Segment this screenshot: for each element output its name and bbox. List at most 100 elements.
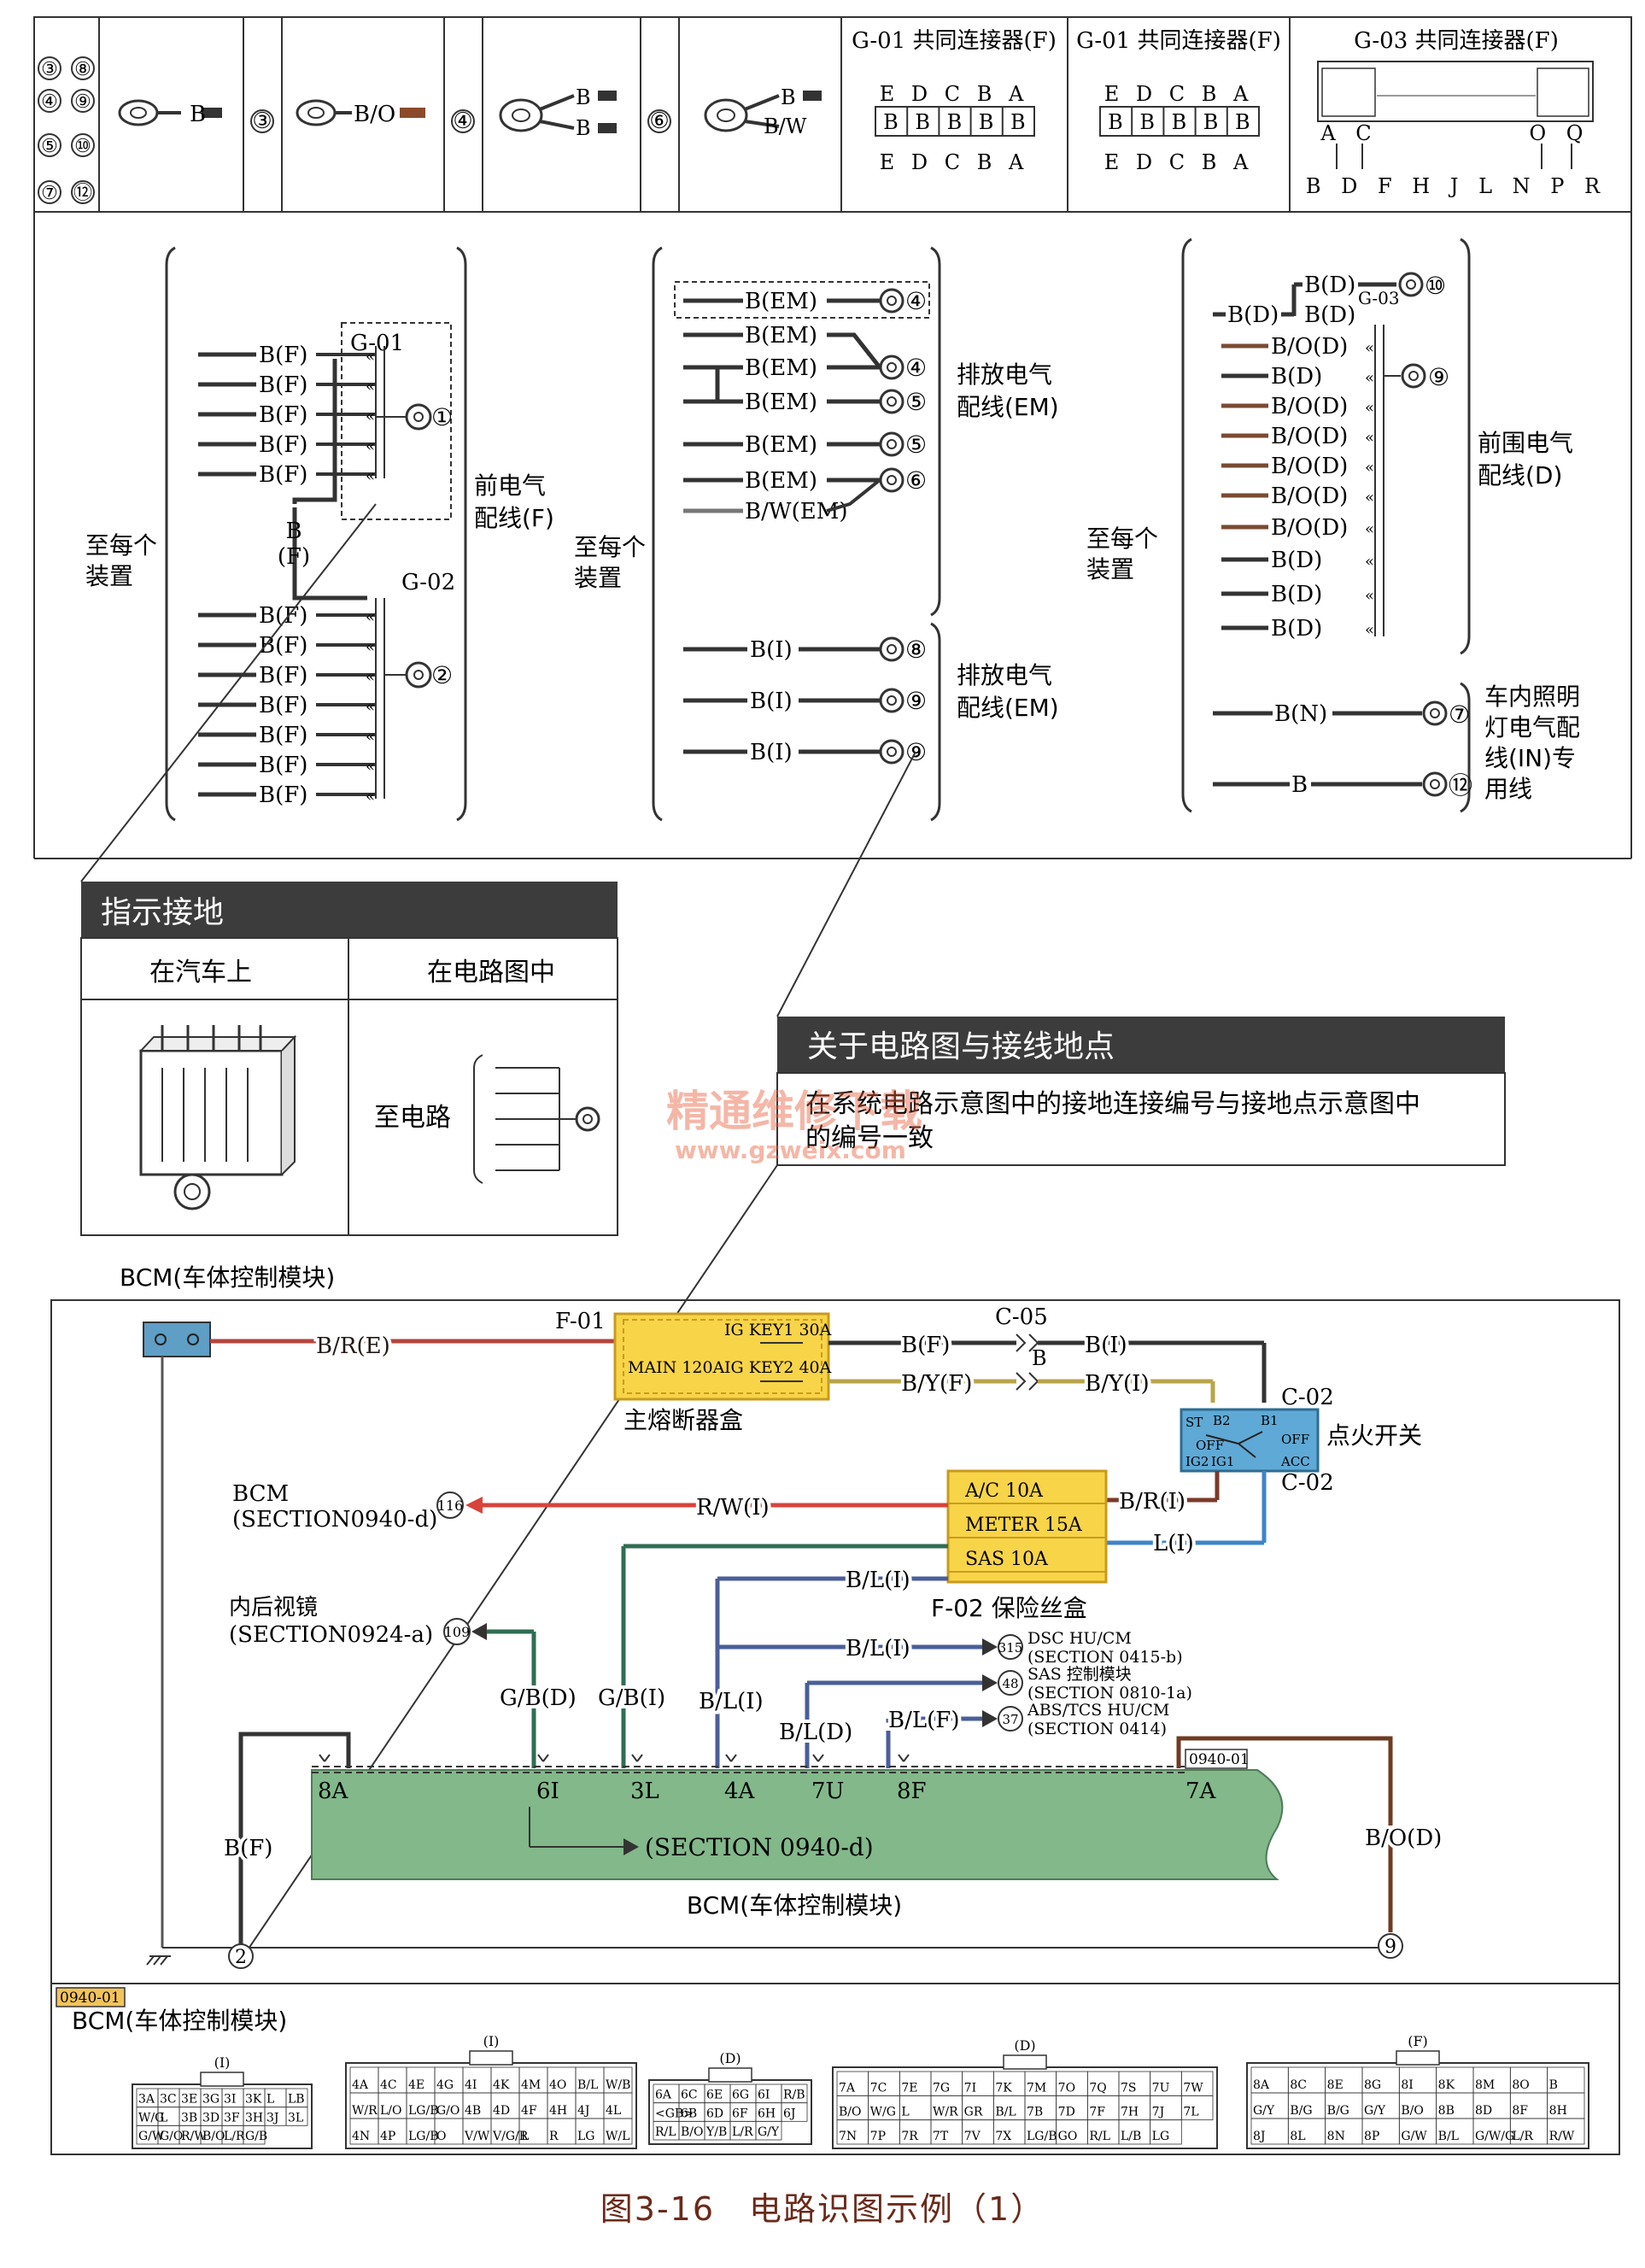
wire-label: B(F)	[259, 343, 307, 368]
connector-cell: LG/B	[408, 2130, 439, 2143]
connector-cell: 3I	[224, 2093, 236, 2107]
connector-cell: 4M	[521, 2078, 541, 2092]
wire-label: B(F)	[259, 402, 307, 428]
connector-cell: G/W/G	[1475, 2130, 1514, 2143]
legend-num: ④	[41, 91, 58, 113]
wire-label: B(F)	[259, 372, 307, 398]
connector-cell: G/W	[1401, 2130, 1427, 2143]
connector-cell: Y/B	[705, 2125, 727, 2139]
legend-num: ⑫	[73, 183, 92, 204]
watermark: 精通维修下载	[666, 1087, 922, 1136]
connector-cell: 8A	[1253, 2078, 1270, 2092]
ground-num: ④	[905, 287, 927, 315]
section-ref: (SECTION 0940-d)	[645, 1833, 874, 1861]
legend-num: ⑩	[74, 136, 91, 157]
connector-cell: 8D	[1475, 2104, 1492, 2118]
wire-label: B/L(D)	[779, 1720, 852, 1745]
connector-cell: 4P	[380, 2130, 395, 2143]
ref-num: 48	[1002, 1676, 1018, 1691]
switch-position: B2	[1213, 1413, 1231, 1428]
wire-label: B(EM)	[745, 432, 817, 458]
splice-mark: «	[366, 668, 375, 686]
splice-mark: «	[1365, 553, 1374, 571]
connector-cell: B	[1549, 2078, 1558, 2092]
main-fuse-box	[613, 1312, 830, 1401]
connector-cell: 7M	[1027, 2081, 1046, 2095]
connector-strip-title: BCM(车体控制模块)	[72, 2007, 287, 2035]
wire-label: B(EM)	[745, 355, 817, 381]
connector-cell: 6A	[655, 2089, 672, 2102]
splice-mark: «	[366, 437, 375, 455]
wire-label: B(F)	[259, 753, 307, 778]
fuse-box-label: F-02 保险丝盒	[931, 1594, 1087, 1622]
wire-label: B/Y(I)	[1085, 1371, 1150, 1397]
ground-symbol-icon	[473, 1054, 600, 1184]
connector-pin: B	[979, 110, 994, 134]
harness-group-label: 前电气配线(F)	[474, 472, 554, 532]
wire-label: B(D)	[1271, 616, 1322, 642]
splice-mark: «	[1365, 621, 1374, 639]
legend-wire-label: B	[576, 85, 591, 109]
connector-cell: R	[549, 2130, 559, 2143]
connector-title: G-01 共同连接器(F)	[1076, 28, 1281, 54]
wire-label: B(I)	[1085, 1333, 1127, 1358]
bcm-connector-icon	[143, 1322, 211, 1357]
wire-label: B/W(EM)	[745, 499, 847, 525]
wire-label: B(F)	[259, 663, 307, 689]
ground-num: ②	[431, 661, 453, 689]
connector-cell: 7W	[1183, 2081, 1203, 2095]
splice-mark: «	[366, 378, 375, 396]
connector-cell: 7U	[1152, 2081, 1170, 2095]
fuse-label: A/C 10A	[964, 1480, 1044, 1502]
ref-num: 109	[444, 1624, 471, 1640]
wire-label: B/O(D)	[1271, 483, 1348, 509]
connector-cell: LB	[288, 2093, 305, 2107]
splice-mark: «	[1365, 459, 1374, 477]
connector-cell: G/Y	[1253, 2104, 1275, 2118]
connector-cell: G/O	[160, 2130, 183, 2143]
connector-cell: 4D	[493, 2104, 510, 2118]
ground-num: ⑥	[905, 466, 927, 495]
harness-panel-dash: 至每个装置 G-03 B(D)⑩B(D)B(D)B/O(D)«B(D)«B/O(…	[1086, 237, 1580, 813]
legend-num: ⑤	[41, 136, 58, 157]
legend-num: ⑥	[649, 108, 669, 134]
wire-label: B/O(D)	[1271, 424, 1348, 449]
ground-indicator-box: 指示接地 在汽车上 在电路图中 至电路	[80, 882, 618, 1236]
connector-cell: G/B	[245, 2130, 267, 2143]
connector-cell: 8H	[1549, 2104, 1567, 2118]
ignition-switch	[1180, 1408, 1320, 1473]
connector-cell: 4N	[352, 2130, 370, 2143]
connector-cell: W/G	[870, 2106, 896, 2119]
connector-cell: G/O	[436, 2104, 460, 2118]
connector-tag: 0940-01	[60, 1990, 120, 2007]
connector-cell: 7D	[1058, 2106, 1075, 2119]
connector-cell: 4F	[521, 2104, 537, 2118]
connector-cell: GO	[1058, 2130, 1078, 2143]
connector-cell: 8O	[1512, 2078, 1529, 2092]
connector-title: G-01 共同连接器(F)	[852, 28, 1057, 54]
callout-line	[776, 751, 916, 1017]
wire-label: R/W(I)	[696, 1495, 770, 1521]
main-fuse-box-label: 主熔断器盒	[623, 1406, 743, 1434]
fuse-label: IG KEY1 30A	[724, 1321, 832, 1339]
connector-tag: 0940-01	[1189, 1751, 1250, 1768]
harness-group-label: 排放电气配线(EM)	[957, 661, 1059, 722]
switch-position: OFF	[1281, 1432, 1309, 1447]
connector-cell: L/B	[1121, 2130, 1141, 2143]
connector-cell: 3E	[181, 2093, 197, 2107]
connector-cell: 7Q	[1089, 2081, 1106, 2095]
connector-cell: 7R	[901, 2130, 918, 2143]
wire-label: B(D)	[1271, 364, 1322, 390]
connector-cell: 7L	[1183, 2106, 1198, 2119]
splice-mark: «	[1365, 399, 1374, 417]
wire-label: B(D)	[1304, 302, 1355, 328]
connector-pin: B	[947, 110, 963, 134]
connector-g03: G-03 共同连接器(F) A C O Q B D F H J L N P R	[1306, 28, 1600, 198]
connector-cell: 4H	[549, 2104, 567, 2118]
switch-position: B1	[1261, 1413, 1279, 1428]
bcm-ref-label: BCM(SECTION0940-d)	[232, 1481, 437, 1533]
panel-side-label: 至每个装置	[574, 533, 646, 592]
